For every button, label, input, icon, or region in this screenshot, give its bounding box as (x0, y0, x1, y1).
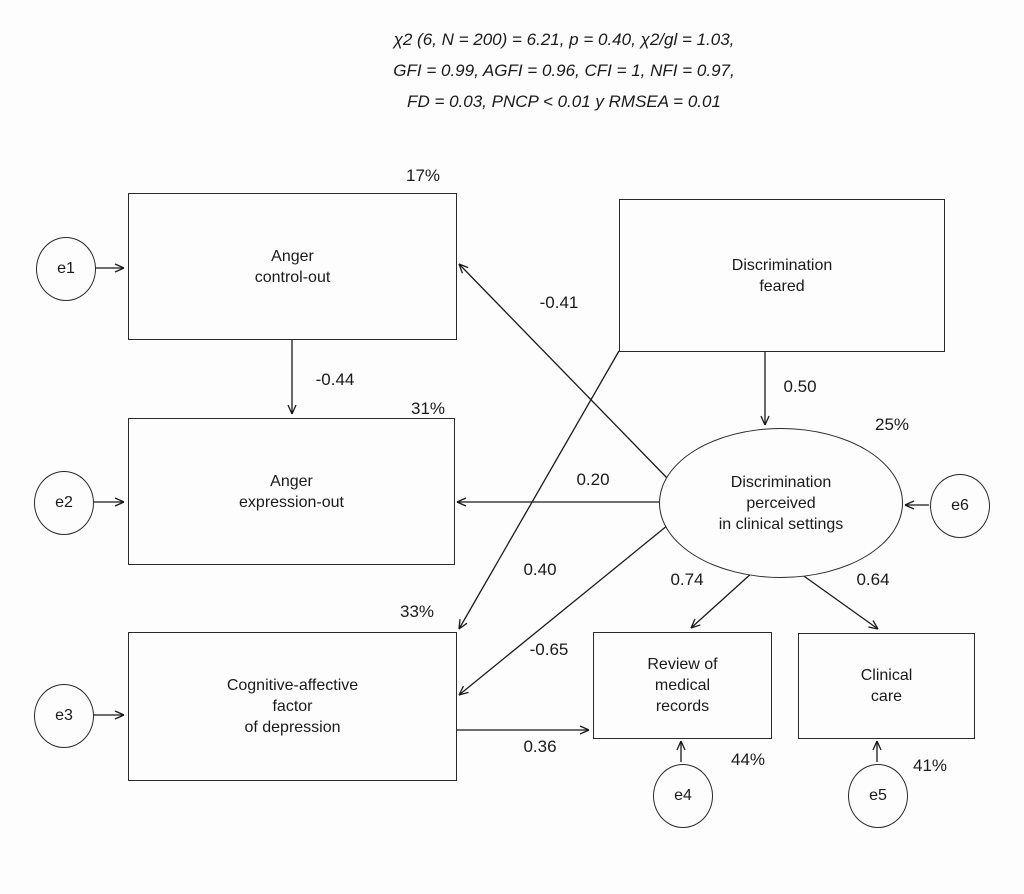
error-e6-label: e6 (951, 497, 969, 514)
node-discrimination-perceived-label: Discrimination perceived in clinical set… (718, 473, 844, 533)
error-circle-e1: e1 (36, 237, 96, 301)
node-discrimination-feared-label: Discrimination feared (731, 256, 833, 295)
node-anger-expression-out-label: Anger expression-out (239, 472, 344, 511)
variance-anger-expression: 31% (410, 399, 446, 418)
node-clinical-care: Clinical care (798, 633, 975, 739)
error-e2-label: e2 (55, 494, 73, 511)
coef-control-to-expression: -0.44 (315, 370, 355, 389)
coef-feared-to-perceived: 0.50 (783, 377, 817, 396)
error-e1-label: e1 (57, 260, 75, 277)
node-discrimination-feared: Discrimination feared (619, 199, 945, 352)
coef-perceived-to-cognitive: -0.65 (529, 640, 569, 659)
node-anger-expression-out: Anger expression-out (128, 418, 455, 565)
edge-perceived-to-cognitive (458, 524, 669, 696)
coef-perceived-to-review: 0.74 (670, 570, 704, 589)
coef-cognitive-to-review: 0.36 (523, 737, 557, 756)
node-review-medical-records: Review of medical records (593, 632, 772, 739)
node-clinical-care-label: Clinical care (860, 667, 913, 705)
node-cognitive-affective-depression: Cognitive-affective factor of depression (128, 632, 457, 781)
node-review-medical-records-label: Review of medical records (647, 656, 718, 715)
edge-perceived-to-control (458, 263, 669, 480)
error-e5-label: e5 (869, 787, 887, 804)
fit-statistics-line-3: FD = 0.03, PNCP < 0.01 y RMSEA = 0.01 (407, 92, 721, 111)
edge-feared-to-cognitive (458, 350, 620, 630)
error-circle-e5: e5 (848, 764, 908, 828)
fit-statistics-line-2: GFI = 0.99, AGFI = 0.96, CFI = 1, NFI = … (393, 61, 735, 80)
node-cognitive-affective-depression-label: Cognitive-affective factor of depression (226, 677, 359, 736)
variance-cognitive-affective: 33% (399, 602, 435, 621)
variance-anger-control: 17% (405, 166, 441, 185)
error-e4-label: e4 (674, 787, 692, 804)
variance-clinical-care: 41% (912, 756, 948, 775)
variance-review-records: 44% (730, 750, 766, 769)
edge-perceived-to-review (690, 571, 754, 629)
coef-perceived-to-control: -0.41 (539, 293, 579, 312)
coef-feared-to-cognitive: 0.40 (523, 560, 557, 579)
node-discrimination-perceived: Discrimination perceived in clinical set… (659, 428, 903, 578)
fit-statistics-line-1: χ2 (6, N = 200) = 6.21, p = 0.40, χ2/gl … (393, 30, 735, 49)
error-circle-e6: e6 (930, 474, 990, 538)
error-circle-e4: e4 (653, 764, 713, 828)
error-e3-label: e3 (55, 707, 73, 724)
error-circle-e2: e2 (34, 471, 94, 535)
coef-perceived-to-clinical: 0.64 (856, 570, 890, 589)
variance-discrimination-perceived: 25% (874, 415, 910, 434)
node-anger-control-out: Anger control-out (128, 193, 457, 340)
node-anger-control-out-label: Anger control-out (254, 247, 331, 286)
coef-perceived-to-expression: 0.20 (576, 470, 610, 489)
fit-statistics-header: χ2 (6, N = 200) = 6.21, p = 0.40, χ2/gl … (393, 24, 734, 117)
error-circle-e3: e3 (34, 684, 94, 748)
edge-perceived-to-clinical (800, 573, 879, 630)
